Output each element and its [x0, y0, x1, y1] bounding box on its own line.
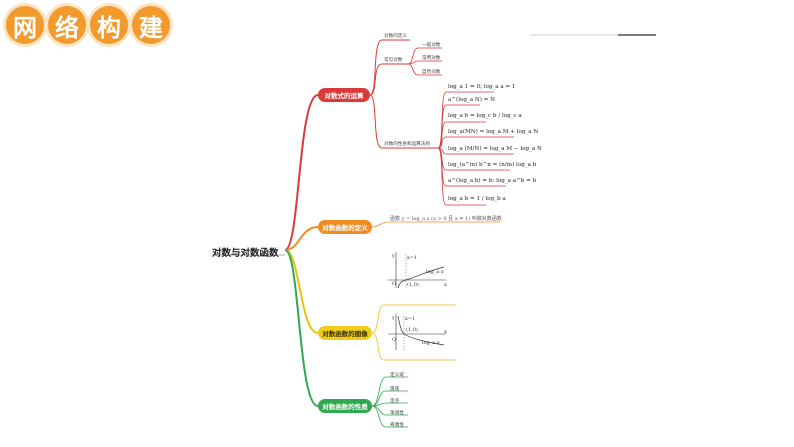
graph-log-increasing: y x O x=1 (1,0) log_a x [388, 252, 447, 289]
sub-log-definition: 对数的定义 [384, 34, 407, 39]
formula-5: log_a (M/N) = log_a M − log_a N [448, 146, 542, 152]
section-title: 网 络 构 建 [6, 6, 170, 44]
sub-domain: 定义域 [390, 373, 404, 378]
graph2-x1-label: x=1 [405, 316, 415, 322]
formula-1: log_a 1 = 0; log_a a = 1 [448, 84, 516, 90]
log-function-definition-text: 函数 y = log_a x (a > 0 且 a ≠ 1) 叫做对数函数 [390, 216, 502, 222]
header-divider [530, 34, 656, 36]
sub-fixed-point: 定点 [390, 399, 400, 404]
formula-3: log_a b = log_c b / log_c a [448, 113, 522, 119]
graph2-y-label: y [391, 315, 395, 321]
sub-common-logs: 常见对数 [384, 58, 403, 63]
sub-common-log: 常用对数 [422, 56, 441, 61]
sub-log-rules: 对数的性质和运算法则 [384, 142, 430, 147]
graph2-point-label: (1,0) [406, 326, 418, 333]
node-log-function-graph: 对数函数的图像 [318, 326, 372, 340]
graph2-origin: O [392, 337, 396, 343]
sub-parity: 奇偶性 [390, 423, 404, 428]
sub-range: 值域 [390, 387, 400, 392]
mindmap-root: 对数与对数函数 [212, 248, 279, 259]
graph1-x1-label: x=1 [407, 255, 417, 261]
title-char-3: 构 [90, 6, 128, 44]
title-char-2: 络 [48, 6, 86, 44]
connector-red [284, 94, 319, 251]
graph2-x-label: x [444, 329, 447, 335]
formula-7: a^(log_a b) = b; log_a a^b = b [448, 178, 537, 184]
formula-2: a^(log_a N) = N [448, 97, 496, 103]
graph1-y-label: y [391, 253, 395, 259]
graph1-curve [397, 266, 445, 289]
node-log-function-definition: 对数函数的定义 [318, 220, 372, 234]
sub-natural-log: 自然对数 [422, 70, 441, 75]
sub-monotonicity: 单调性 [390, 411, 404, 416]
title-char-4: 建 [132, 6, 170, 44]
sub-general-log: 一般对数 [422, 43, 441, 48]
graph1-point-label: (1,0) [407, 281, 419, 288]
graph1-curve-label: log_a x [426, 269, 444, 275]
formula-8: log_a b = 1 / log_b a [448, 196, 506, 202]
connector-green [284, 249, 319, 407]
title-char-1: 网 [6, 6, 44, 44]
graph1-origin: O [392, 281, 396, 287]
node-log-function-properties: 对数函数的性质 [318, 399, 372, 413]
graph-log-decreasing: y x O x=1 (1,0) log_a x [388, 314, 447, 350]
connector-orange [284, 226, 319, 251]
node-log-operations: 对数式的运算 [318, 88, 370, 102]
connector-yellow [284, 249, 319, 334]
formula-4: log_a(MN) = log_a M + log_a N [448, 129, 539, 135]
graph1-x-label: x [444, 282, 447, 288]
graph2-curve [397, 315, 445, 346]
formula-6: log_(a^m) b^n = (n/m) log_a b [448, 162, 537, 168]
graph2-curve-label: log_a x [422, 340, 440, 346]
